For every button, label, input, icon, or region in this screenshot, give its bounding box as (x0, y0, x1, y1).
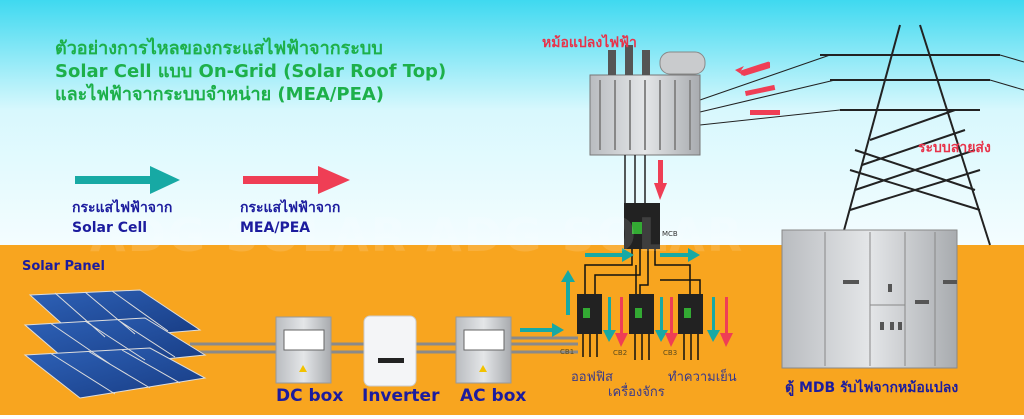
watermark: ADG SOLAR ADG SOLAR (90, 208, 745, 262)
breakers (577, 294, 703, 360)
legend-mea-label-2: MEA/PEA (240, 220, 311, 236)
transformer-label: หม้อแปลงไฟฟ้า (542, 35, 637, 51)
cb1-label: CB1 (560, 348, 575, 356)
title-line-3: และไฟฟ้าจากระบบจำหน่าย (MEA/PEA) (55, 84, 385, 105)
load-cooling-label: ทำความเย็น (668, 370, 737, 385)
grid-arrows (735, 61, 780, 115)
dc-box-image (275, 316, 332, 384)
legend-mea: กระแสไฟฟ้าจาก MEA/PEA (240, 198, 340, 238)
distribution-wiring (584, 249, 701, 295)
flow-arrows (520, 248, 733, 347)
ac-box-label: AC box (460, 386, 527, 406)
sky-background (0, 0, 1024, 245)
load-machine-label: เครื่องจักร (608, 385, 665, 400)
legend-solar-label-1: กระแสไฟฟ้าจาก (72, 200, 173, 216)
transmission-tower (699, 24, 1024, 246)
load-office-label: ออฟฟิส (571, 370, 613, 385)
legend-solar-label-2: Solar Cell (72, 220, 148, 236)
solar-panel-label: Solar Panel (22, 259, 105, 274)
cb3-label: CB3 (663, 349, 678, 357)
legend-mea-arrow (243, 166, 350, 194)
transmission-label: ระบบสายส่ง (918, 140, 991, 156)
transformer-image (589, 45, 706, 205)
dc-box-label: DC box (276, 386, 344, 406)
mdb-label: ตู้ MDB รับไฟจากหม้อแปลง (785, 380, 959, 396)
legend-solar: กระแสไฟฟ้าจาก Solar Cell (72, 198, 172, 238)
solar-panel-array (23, 289, 207, 399)
ac-box-image (455, 316, 512, 384)
mcb-label: MCB (662, 230, 678, 238)
inverter-label: Inverter (362, 386, 440, 406)
legend-mea-label-1: กระแสไฟฟ้าจาก (240, 200, 341, 216)
title-line-1: ตัวอย่างการไหลของกระแสไฟฟ้าจากระบบ (55, 38, 383, 59)
title-line-2: Solar Cell แบบ On-Grid (Solar Roof Top) (55, 61, 447, 82)
inverter-image (363, 315, 417, 387)
legend-solar-arrow (75, 166, 180, 194)
mcb-breaker (624, 203, 660, 249)
cb2-label: CB2 (613, 349, 628, 357)
page-title: ตัวอย่างการไหลของกระแสไฟฟ้าจากระบบ Solar… (55, 37, 446, 106)
mdb-cabinet-image (781, 229, 958, 369)
